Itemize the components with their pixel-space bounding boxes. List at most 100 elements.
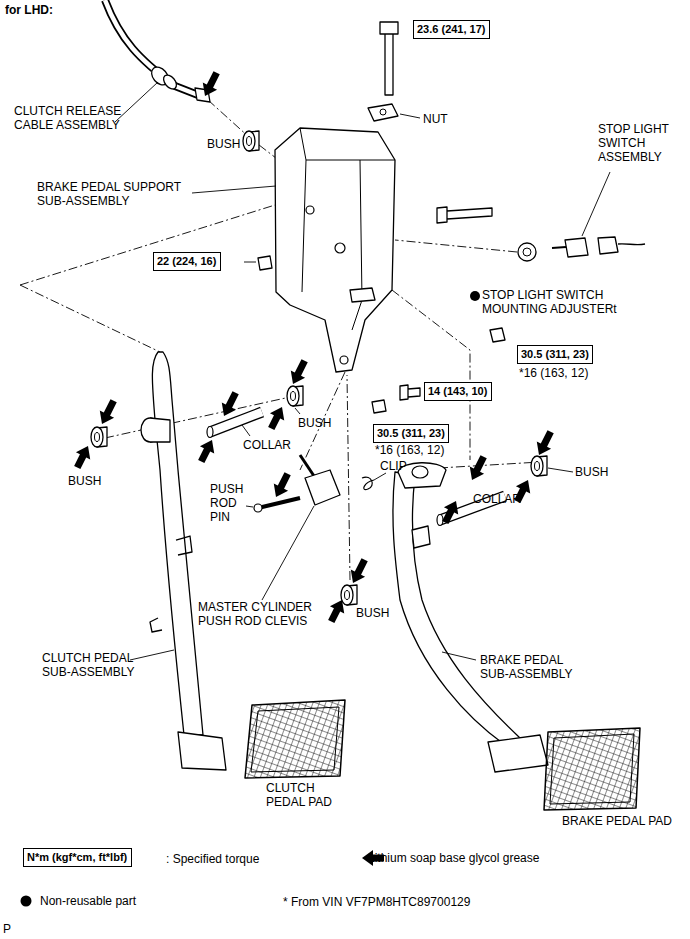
bolt <box>437 207 492 223</box>
adjuster-hole <box>523 248 531 256</box>
wire <box>618 243 645 245</box>
bush-part <box>243 131 255 151</box>
push-rod-pin <box>258 498 300 508</box>
switch-connector <box>598 237 618 254</box>
pin-head <box>254 504 262 512</box>
leader-line <box>130 650 174 660</box>
cable <box>105 0 198 95</box>
axis-line <box>347 375 350 580</box>
part-label: MASTER CYLINDER PUSH ROD CLEVIS <box>198 600 328 628</box>
legend-torque-box: N*m (kgf*cm, ft*lbf) <box>23 848 132 867</box>
part-label: STOP LIGHT SWITCH ASSEMBLY <box>598 122 676 164</box>
figure-code: P <box>3 922 11 936</box>
grease-arrow <box>203 71 220 96</box>
bracket-hole <box>335 243 345 253</box>
cable-fitting <box>161 73 179 92</box>
leader-line <box>115 82 158 122</box>
part-label: BUSH <box>68 474 101 488</box>
leader-line <box>295 408 300 414</box>
part-label: CLIP <box>380 459 407 473</box>
grease-arrow <box>470 455 487 480</box>
nut <box>372 400 386 413</box>
grease-arrow <box>100 399 117 424</box>
legend-text: Lithium soap base glycol grease <box>368 851 539 865</box>
clutch-pedal-pad <box>245 700 345 778</box>
brake-pedal <box>393 472 520 745</box>
bush-part <box>531 456 543 476</box>
grease-arrow <box>222 391 239 416</box>
leader-line <box>262 506 314 600</box>
bracket-hole <box>306 206 314 214</box>
legend-text: : Specified torque <box>166 852 259 866</box>
clutch-pedal-foot <box>178 732 226 770</box>
torque-value: N*m (kgf*cm, ft*lbf) <box>27 851 127 864</box>
torque-value: 23.6 (241, 17) <box>417 23 486 36</box>
bolt <box>400 385 420 400</box>
leader-line <box>242 425 250 436</box>
torque-value: 14 (143, 10) <box>428 385 487 398</box>
torque-note: *16 (163, 12) <box>375 443 444 457</box>
nut <box>368 104 398 121</box>
bush-hole <box>535 462 540 471</box>
axis-line <box>20 205 275 285</box>
grease-arrow <box>442 501 458 524</box>
stop-light-switch <box>565 238 588 257</box>
grease-arrow <box>537 430 554 455</box>
pad-inner-edge <box>550 734 634 804</box>
bolt <box>380 22 398 95</box>
nut <box>490 328 505 342</box>
part-label: CLUTCH PEDAL SUB-ASSEMBLY <box>42 651 152 679</box>
bush-hole <box>345 591 350 600</box>
leader-line <box>244 262 256 263</box>
part-label: PUSH ROD PIN <box>210 482 255 524</box>
torque-box: 23.6 (241, 17) <box>413 20 490 39</box>
bush-part <box>287 386 299 406</box>
axis-line <box>20 285 160 352</box>
torque-box: 30.5 (311, 23) <box>373 424 449 443</box>
grease-arrow <box>351 558 368 583</box>
bush-hole <box>291 392 296 401</box>
torque-note: *16 (163, 12) <box>519 366 588 380</box>
diagram-title: for LHD: <box>5 3 53 17</box>
leader-line <box>192 186 276 193</box>
part-label: BUSH <box>298 416 331 430</box>
part-label: BUSH <box>207 137 240 151</box>
collar-end <box>437 515 443 526</box>
bush-part <box>341 585 353 605</box>
non-reusable-dot <box>470 291 480 301</box>
leader-line <box>400 114 420 118</box>
nut-hole <box>380 109 386 115</box>
legend-text: Non-reusable part <box>40 894 136 908</box>
collar-end <box>207 427 213 438</box>
nut <box>258 256 272 270</box>
torque-value: 22 (224, 16) <box>157 255 216 268</box>
bracket-stud <box>350 288 375 302</box>
grease-arrow <box>274 472 291 497</box>
grease-arrow <box>74 446 90 469</box>
grease-arrow <box>198 440 214 463</box>
part-label: COLLAR <box>243 438 291 452</box>
brake-hub-hole <box>412 466 428 478</box>
push-rod-clevis <box>305 470 340 505</box>
part-label: BUSH <box>575 465 608 479</box>
part-label: CLUTCH RELEASE CABLE ASSEMBLY <box>14 104 144 132</box>
axis-line <box>105 397 290 438</box>
brake-pedal-support <box>275 128 395 372</box>
switch-plunger <box>552 247 566 248</box>
grease-arrow <box>291 359 308 384</box>
cable <box>105 0 198 95</box>
clip <box>362 477 374 489</box>
adjuster <box>518 243 536 261</box>
axis-line <box>395 240 517 252</box>
bush-hole <box>95 433 100 442</box>
part-label: NUT <box>423 112 448 126</box>
part-label: BRAKE PEDAL SUPPORT SUB-ASSEMBLY <box>37 180 207 208</box>
part-label: BUSH <box>356 606 389 620</box>
torque-value: 30.5 (311, 23) <box>521 348 589 361</box>
pad-inner-edge <box>251 707 339 772</box>
clutch-hub <box>150 418 170 442</box>
non-reusable-dot <box>21 896 32 907</box>
brake-pedal-pad <box>544 728 640 810</box>
leader-line <box>548 468 573 472</box>
torque-value: 30.5 (311, 23) <box>377 427 445 440</box>
